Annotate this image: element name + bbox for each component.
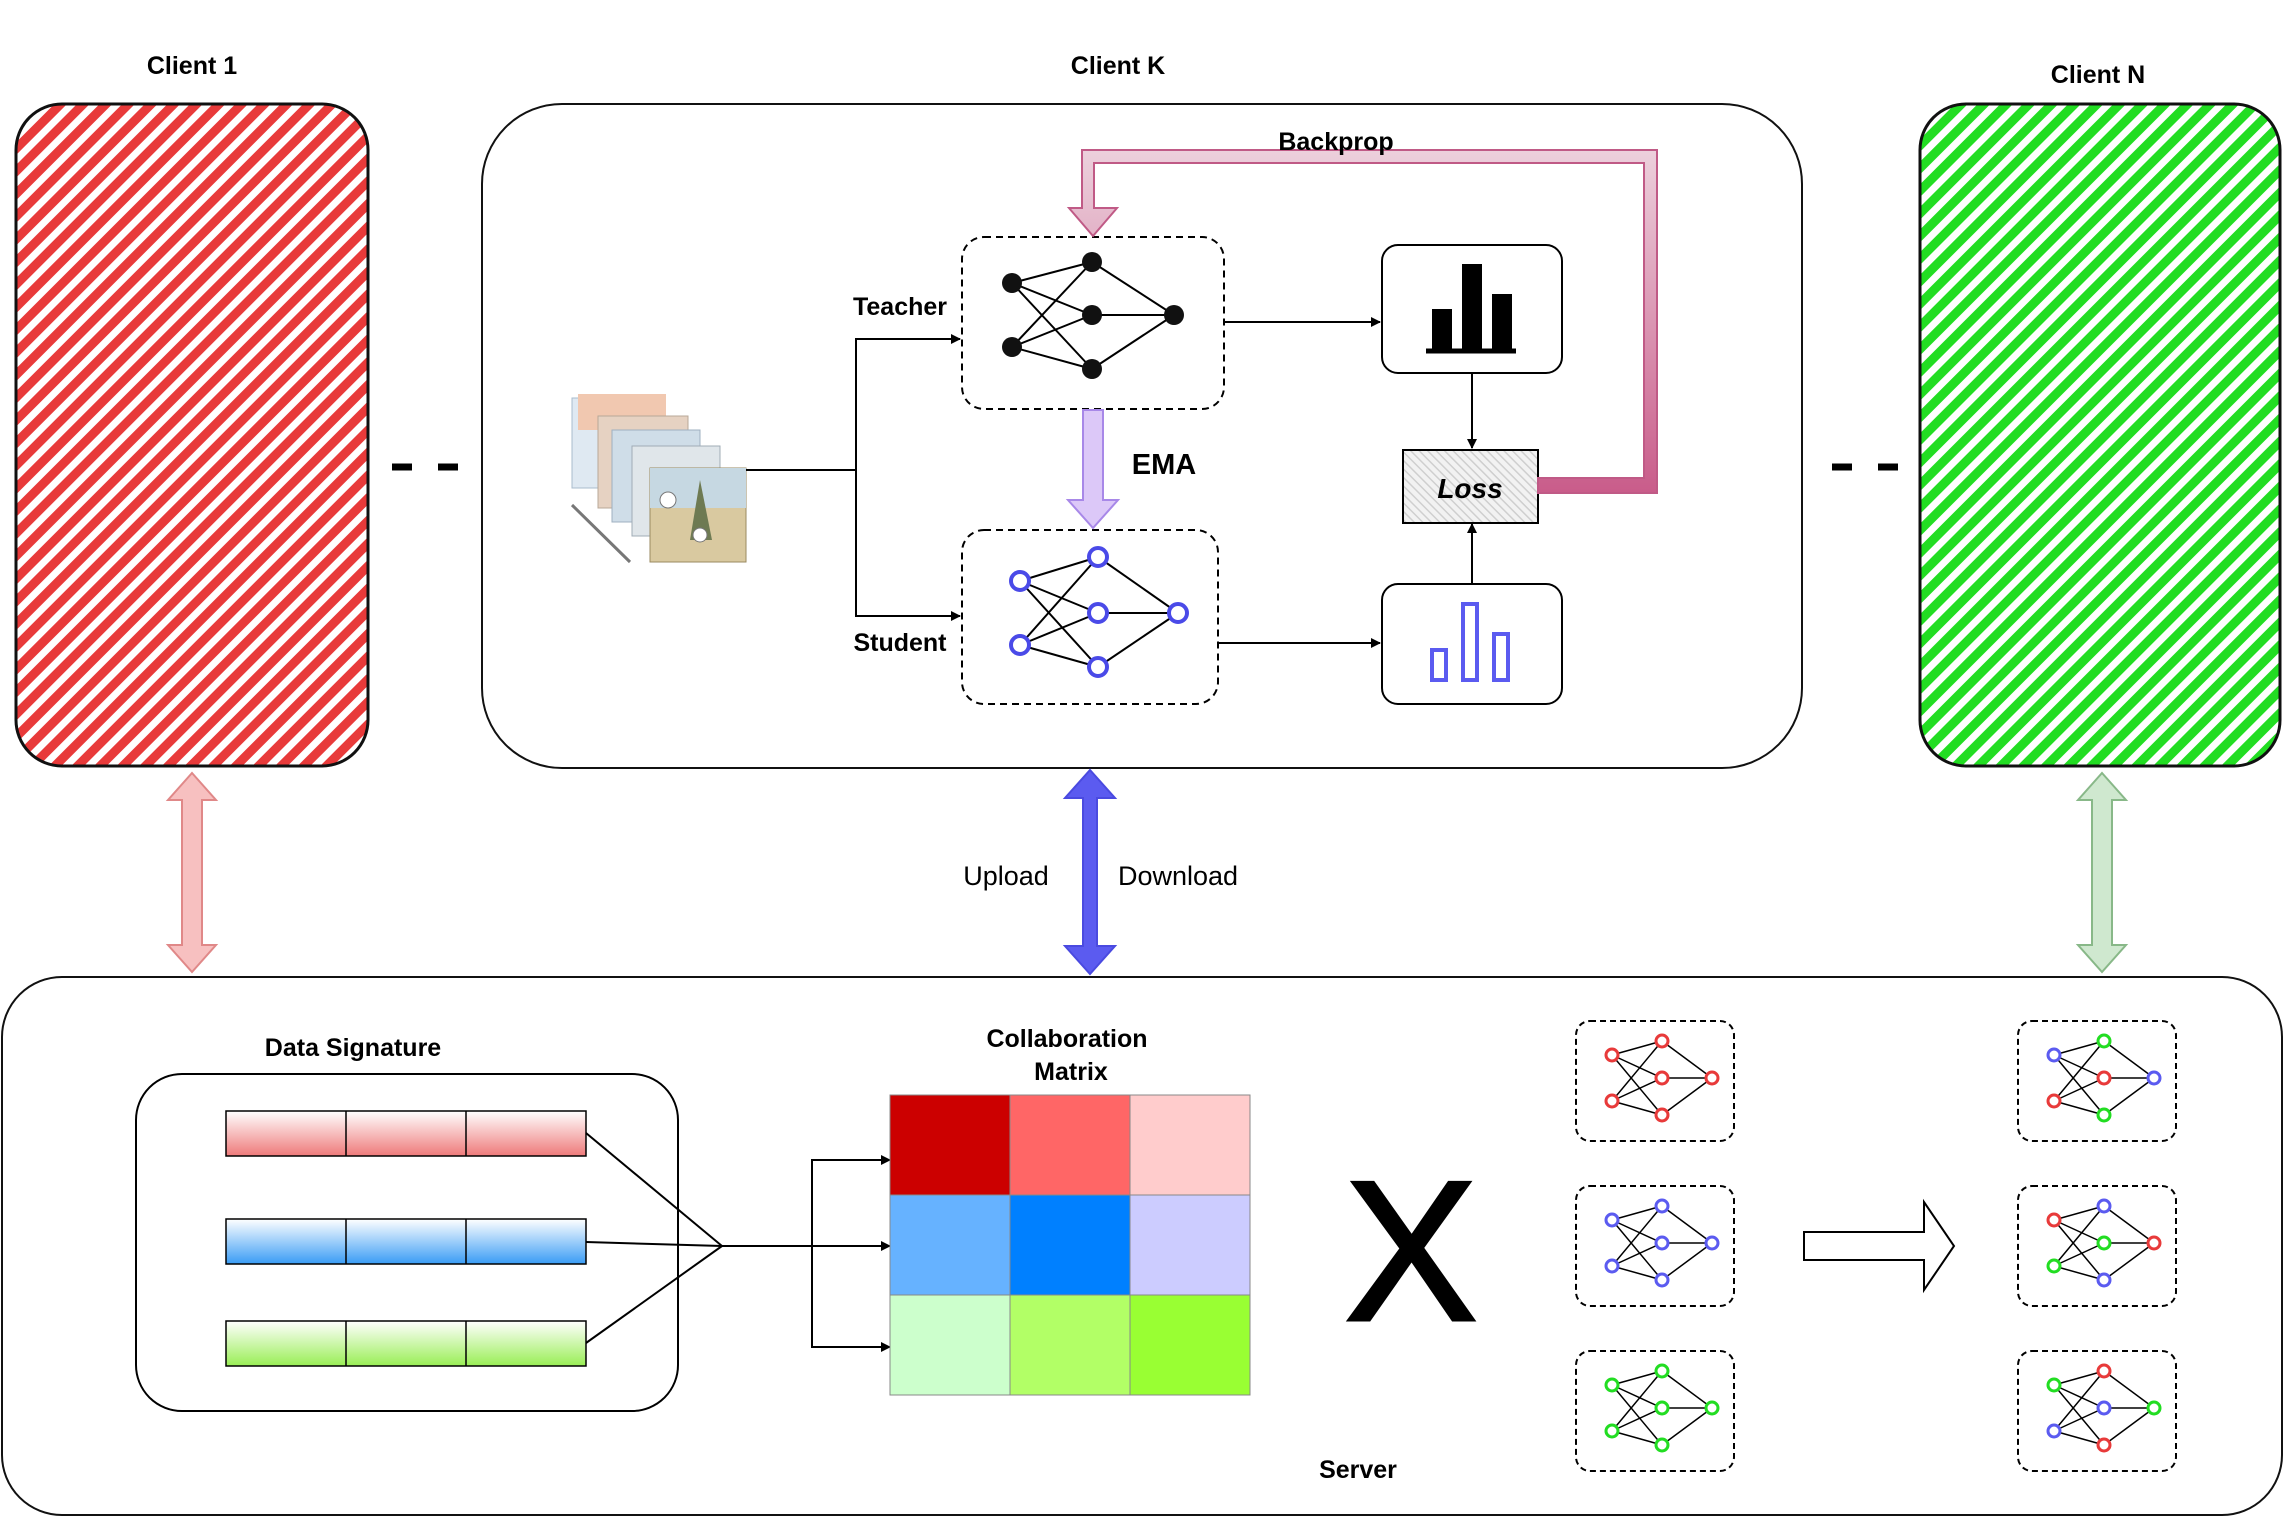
- student-output-histogram: [1381, 583, 1563, 705]
- matrix-cell: [1129, 1194, 1251, 1296]
- model-grid: [1575, 1020, 2177, 1472]
- matrix-cell: [1009, 1094, 1131, 1196]
- signature-row-blue: [225, 1218, 587, 1265]
- image-stack: [570, 394, 747, 564]
- matrix-cell: [1129, 1094, 1251, 1196]
- client-n-box: [1918, 102, 2282, 768]
- matrix-cell: [1009, 1194, 1131, 1296]
- download-label: Download: [1118, 861, 1238, 891]
- model-network: [2017, 1185, 2177, 1307]
- student-network: [961, 529, 1219, 705]
- model-network: [2017, 1350, 2177, 1472]
- multiply-symbol: X: [1344, 1140, 1477, 1363]
- teacher-output-histogram: [1381, 244, 1563, 374]
- teacher-network: [961, 236, 1225, 410]
- collab-matrix-title-line2: Matrix: [1034, 1058, 1108, 1086]
- client-n-sync-arrow: [2075, 771, 2129, 974]
- teacher-label: Teacher: [853, 293, 947, 321]
- client-1-sync-arrow: [165, 771, 219, 974]
- data-signature-label: Data Signature: [265, 1034, 442, 1062]
- ema-label: EMA: [1132, 449, 1197, 481]
- matrix-cell: [889, 1294, 1011, 1396]
- backprop-label: Backprop: [1278, 128, 1393, 156]
- server-label: Server: [1319, 1456, 1397, 1484]
- collaboration-matrix: [889, 1094, 1251, 1396]
- matrix-cell: [889, 1194, 1011, 1296]
- client-k-label: Client K: [1071, 52, 1165, 80]
- model-network: [2017, 1020, 2177, 1142]
- signature-row-green: [225, 1320, 587, 1367]
- student-label: Student: [853, 629, 947, 657]
- collab-matrix-title-line1: Collaboration: [986, 1025, 1147, 1053]
- client-n-label: Client N: [2051, 61, 2145, 89]
- signature-merge-lines: [585, 1132, 891, 1352]
- model-network: [1575, 1350, 1735, 1472]
- model-network: [1575, 1020, 1735, 1142]
- client-k-sync-arrow: [1062, 768, 1118, 976]
- client-1-label: Client 1: [147, 52, 237, 80]
- matrix-cell: [1009, 1294, 1131, 1396]
- backprop-arrow: [1066, 149, 1658, 494]
- loss-label: Loss: [1437, 473, 1502, 504]
- upload-label: Upload: [963, 861, 1049, 891]
- matrix-cell: [889, 1094, 1011, 1196]
- aggregation-arrow: [1803, 1198, 1956, 1294]
- loss-box: [1402, 449, 1539, 524]
- matrix-cell: [1129, 1294, 1251, 1396]
- ema-arrow: [1065, 409, 1121, 530]
- model-network: [1575, 1185, 1735, 1307]
- input-split-lines: [746, 334, 961, 621]
- signature-row-red: [225, 1110, 587, 1157]
- client-1-box: [14, 102, 370, 768]
